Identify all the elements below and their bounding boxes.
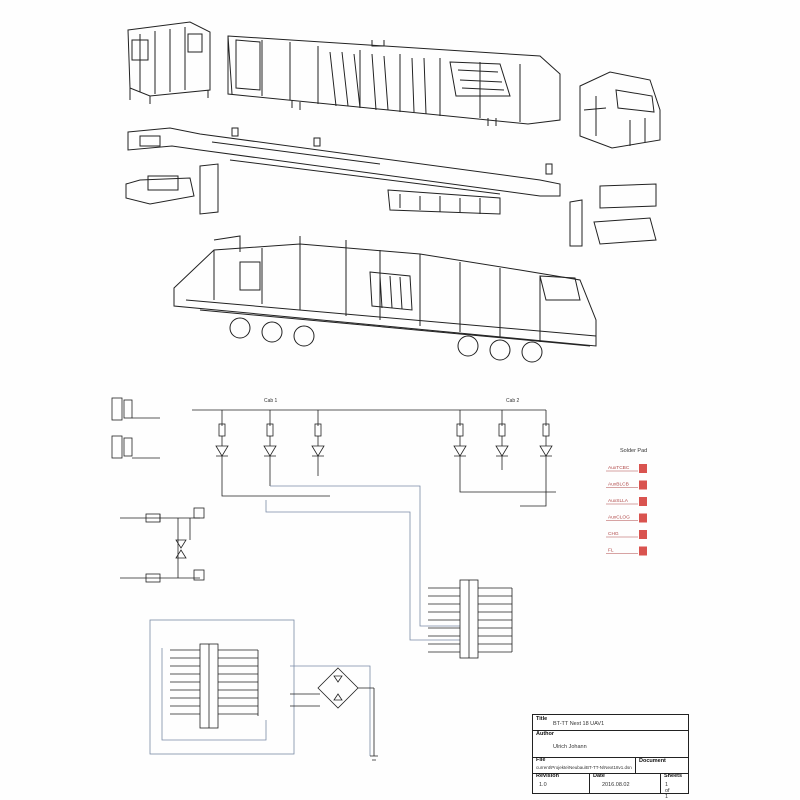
chassis-frame	[127, 127, 561, 197]
document-label: Document	[639, 758, 666, 764]
title-value: BT-TT Next 18 UAV1	[553, 721, 605, 727]
regulator-block	[120, 507, 205, 583]
body-shell	[227, 35, 561, 126]
title-block: Title BT-TT Next 18 UAV1 Author Ulrich J…	[532, 714, 689, 800]
sheets-label: Sheets	[664, 773, 683, 779]
file-label: File	[536, 757, 546, 763]
solder-pad	[639, 497, 647, 506]
cab-shell-right	[579, 71, 661, 149]
solder-pad	[639, 546, 647, 556]
revision-row: Revision 1.0 Date 2016.08.02 Sheets 1 of…	[533, 773, 688, 800]
solder-pad-title: Solder Pad	[620, 448, 647, 454]
solder-pad	[639, 464, 647, 473]
solder-pad	[639, 530, 647, 539]
date-value: 2016.08.02	[602, 782, 630, 788]
solder-pad-label: AuxCLOG	[608, 515, 630, 521]
decoder-block	[149, 619, 378, 761]
cab-shell-left	[127, 21, 211, 104]
title-row: Title BT-TT Next 18 UAV1	[533, 715, 688, 731]
author-row: Author Ulrich Johann	[533, 730, 688, 758]
central-connector	[428, 579, 513, 659]
title-label: Title	[536, 716, 548, 722]
bogie-parts	[125, 163, 657, 247]
solder-pad-label: AuxSLLA	[608, 498, 629, 504]
led-group-cab-2	[453, 410, 556, 500]
cab-2-label: Cab 2	[506, 398, 520, 404]
led-group-cab-1	[215, 410, 330, 497]
revision-label: Revision	[536, 773, 559, 779]
date-cell: Date 2016.08.02	[589, 773, 630, 793]
led-rail	[192, 409, 556, 641]
solder-pad-label: CHG	[608, 531, 619, 537]
cab-1-label: Cab 1	[264, 398, 278, 404]
solder-pad-label: AuxTCBC	[608, 465, 630, 471]
author-label: Author	[536, 731, 555, 737]
date-label: Date	[593, 773, 605, 779]
file-row: File current\Projekte\Neubau\BT-TT-N\Nex…	[533, 757, 688, 774]
file-value: current\Projekte\Neubau\BT-TT-N\Next18v1…	[536, 765, 632, 770]
schematic-labels: Cab 1 Cab 2 Solder Pad	[264, 398, 647, 454]
solder-pad-label: AuxBLCB	[608, 482, 629, 488]
solder-pad	[639, 480, 647, 490]
exploded-view	[125, 21, 661, 363]
document-cell: Document	[635, 757, 666, 773]
solder-pads: AuxTCBC AuxBLCB AuxSLLA AuxCLOG CHG FL	[606, 464, 647, 556]
author-value: Ulrich Johann	[553, 744, 587, 750]
sheets-cell: Sheets 1 of 1	[660, 773, 682, 800]
solder-pad-label: FL	[608, 548, 614, 554]
revision-value: 1.0	[539, 782, 547, 788]
left-connectors	[111, 397, 160, 459]
sheets-value: 1 of 1	[665, 782, 670, 800]
solder-pad	[639, 513, 647, 523]
assembled-locomotive	[173, 235, 597, 363]
